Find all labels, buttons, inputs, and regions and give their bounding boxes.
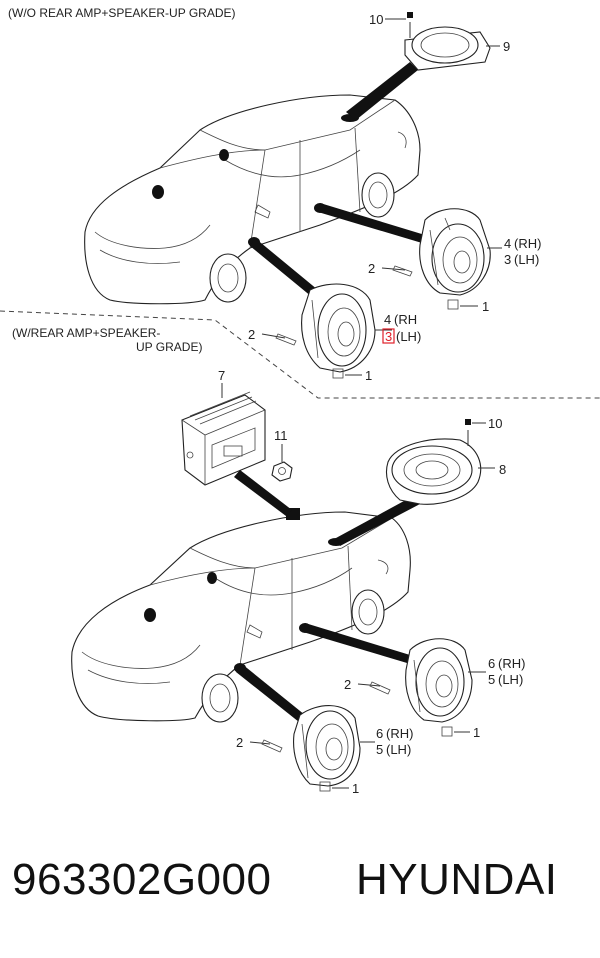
callout-5-bottom-a: 5 <box>488 672 495 687</box>
label-rh-bottom-a: (RH) <box>498 656 525 671</box>
tweeter-top <box>404 12 491 71</box>
label-lh-top-a: (LH) <box>514 252 539 267</box>
callout-1-top-a: 1 <box>482 299 489 314</box>
part-number: 963302G000 <box>12 855 272 904</box>
callout-1-bottom-a: 1 <box>473 725 480 740</box>
callout-9-top: 9 <box>503 39 510 54</box>
callout-4-top-b: 4 <box>384 312 391 327</box>
section-divider <box>0 310 600 399</box>
callout-7: 7 <box>218 368 225 383</box>
callout-3-top-a: 3 <box>504 252 511 267</box>
highlight-box-3 <box>382 328 395 344</box>
car-bottom <box>71 511 411 723</box>
callout-6-bottom-a: 6 <box>488 656 495 671</box>
car-top <box>84 94 421 305</box>
callout-1-top-b: 1 <box>365 368 372 383</box>
callout-3-top-b: 3 <box>385 329 392 344</box>
label-lh-bottom-b: (LH) <box>386 742 411 757</box>
callout-5-bottom-b: 5 <box>376 742 383 757</box>
callout-2-top-a: 2 <box>368 261 375 276</box>
callout-11: 11 <box>274 428 288 443</box>
callout-10-bottom: 10 <box>488 416 502 431</box>
amplifier <box>181 391 266 486</box>
speaker-top-front <box>301 283 376 373</box>
callout-10-top: 10 <box>369 12 383 27</box>
brand-name: HYUNDAI <box>356 855 558 904</box>
label-lh-bottom-a: (LH) <box>498 672 523 687</box>
label-rh-bottom-b: (RH) <box>386 726 413 741</box>
caption-with-upgrade-line1: (W/REAR AMP+SPEAKER- <box>12 326 160 340</box>
callout-6-bottom-b: 6 <box>376 726 383 741</box>
footer: 963302G000 HYUNDAI <box>0 850 600 920</box>
speaker-bottom-front <box>293 705 361 787</box>
speaker-top-rear <box>419 208 491 296</box>
callout-4-top-a: 4 <box>504 236 511 251</box>
caption-without-upgrade: (W/O REAR AMP+SPEAKER-UP GRADE) <box>8 6 236 20</box>
nut-11 <box>271 461 293 482</box>
callout-2-bottom-b: 2 <box>236 735 243 750</box>
callout-8: 8 <box>499 462 506 477</box>
label-lh-top-b: (LH) <box>396 329 421 344</box>
speaker-bottom-dash <box>385 419 482 505</box>
callout-2-bottom-a: 2 <box>344 677 351 692</box>
callout-2-top-b: 2 <box>248 327 255 342</box>
speaker-bottom-rear <box>405 638 473 723</box>
caption-with-upgrade-line2: UP GRADE) <box>136 340 202 354</box>
callout-1-bottom-b: 1 <box>352 781 359 796</box>
label-rh-top-b: (RH <box>394 312 417 327</box>
label-rh-top-a: (RH) <box>514 236 541 251</box>
